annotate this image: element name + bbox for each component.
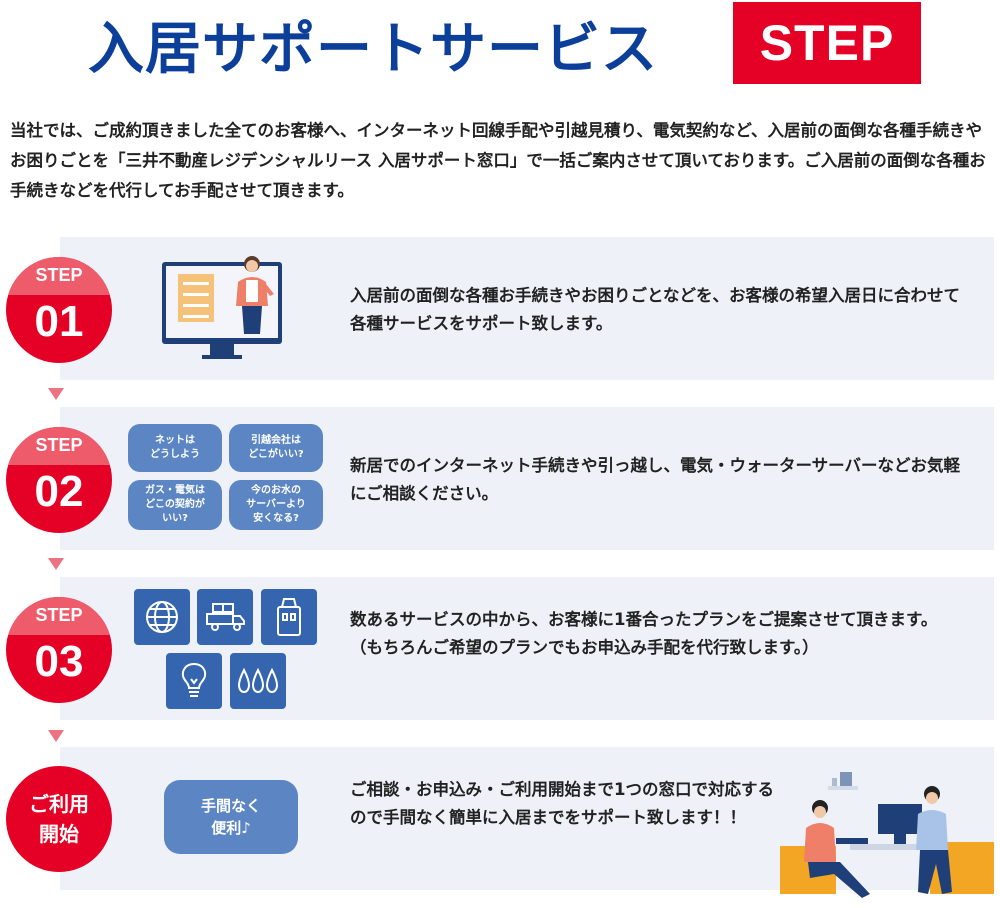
down-arrow-icon: [48, 558, 64, 570]
water-server-icon: [261, 589, 317, 645]
step-circle-cap: [6, 427, 112, 465]
convenience-line1: 手間なく: [200, 797, 261, 815]
step-label: STEP: [35, 605, 83, 625]
step-03-text-main: 数あるサービスの中から、お客様に1番合ったプランをご提案させて頂きます。: [350, 610, 938, 629]
step-badge: STEP: [733, 2, 921, 84]
step-02-description: 新居でのインターネット手続きや引っ越し、電気・ウォーターサーバーなどお気軽にご相…: [350, 456, 961, 503]
support-staff-illustration: [236, 256, 274, 334]
down-arrow-icon: [48, 388, 64, 400]
step-03-text-note: （もちろんご希望のプランでもお申込み手配を代行致します。）: [350, 638, 819, 657]
step-number: 03: [34, 637, 84, 686]
step-start-description: ご相談・お申込み・ご利用開始まで1つの窓口で対応するので手間なく簡単に入居までを…: [350, 780, 774, 827]
question-bubble: ガス・電気は どこの契約が いい?: [128, 480, 222, 530]
step-circle-start: ご利用 開始: [6, 766, 112, 872]
step-circle-01: STEP 01: [6, 257, 112, 363]
globe-icon: [134, 589, 190, 645]
intro-text: 当社では、ご成約頂きました全てのお客様へ、インターネット回線手配や引越見積り、電…: [10, 121, 986, 200]
step-circle-03: STEP 03: [6, 597, 112, 703]
gas-flame-icon: [230, 653, 286, 709]
start-label-line1: ご利用: [29, 792, 89, 816]
question-bubble: ネットは どうしよう: [128, 424, 222, 472]
step-01-description: 入居前の面倒な各種お手続きやお困りごとなどを、お客様の希望入居日に合わせて各種サ…: [350, 286, 961, 333]
step-03-description: 数あるサービスの中から、お客様に1番合ったプランをご提案させて頂きます。 （もち…: [350, 606, 980, 662]
step-circle-02: STEP 02: [6, 427, 112, 533]
step-circle-cap: [6, 597, 112, 635]
question-bubble: 今のお水の サーバーより 安くなる?: [229, 480, 323, 530]
convenience-bubble: 手間なく 便利♪: [164, 780, 298, 854]
step-number: 02: [34, 467, 84, 516]
page-title: 入居サポートサービス: [88, 17, 658, 82]
consultation-illustration: [780, 772, 994, 898]
convenience-line2: 便利♪: [211, 819, 251, 837]
truck-icon: [197, 589, 253, 645]
lightbulb-icon: [166, 653, 222, 709]
step-circle-cap: [6, 257, 112, 295]
step-label: STEP: [35, 265, 83, 285]
monitor-stand: [210, 344, 234, 356]
document-icon: [178, 274, 214, 322]
step-number: 01: [34, 297, 84, 346]
step-label: STEP: [35, 435, 83, 455]
monitor-stand-base: [202, 355, 242, 359]
question-bubble: 引越会社は どこがいい?: [229, 424, 323, 472]
start-label-line2: 開始: [39, 822, 79, 846]
header: 入居サポートサービス STEP: [0, 0, 1000, 90]
down-arrow-icon: [48, 730, 64, 742]
